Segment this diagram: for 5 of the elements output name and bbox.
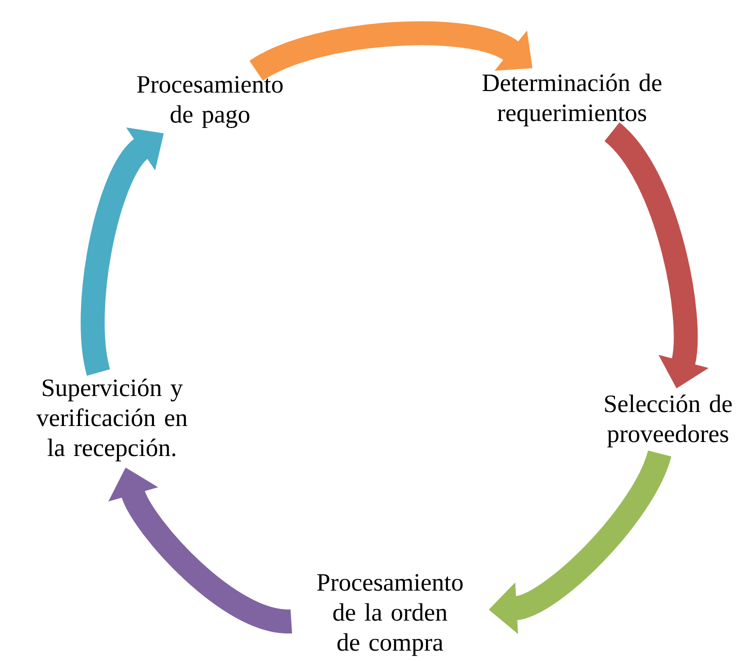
step-label: Supervición y verificación en la recepción. [36,378,188,462]
step-label: Selección de proveedores [605,394,732,448]
step-label: Procesamiento de pago [137,76,283,128]
step-label: Determinación de requerimientos [482,74,662,126]
step-label: Procesamiento de la orden de compra [317,574,463,656]
